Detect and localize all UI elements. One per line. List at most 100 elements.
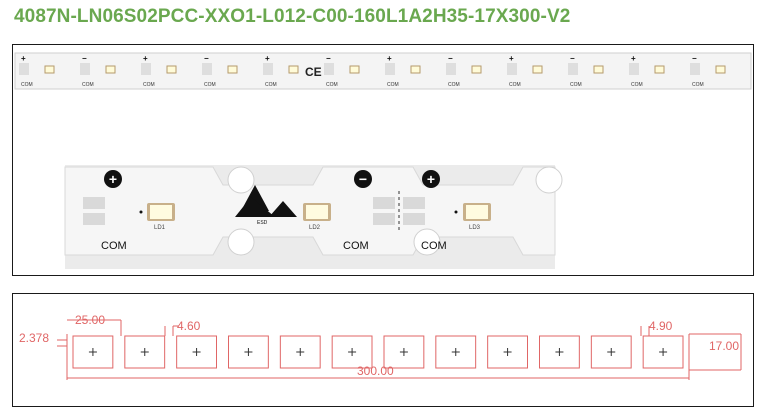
plus-sign: + (109, 171, 117, 187)
led-chip (147, 203, 175, 221)
esd-warning-icon: ESD (235, 185, 297, 226)
overview-com-label: COM (82, 82, 94, 88)
dim-segment (72, 335, 114, 369)
overview-led (654, 65, 665, 74)
minus-sign: − (359, 171, 367, 187)
dim-segment (383, 335, 425, 369)
plus-circle-icon (422, 170, 440, 188)
minus-circle-icon: − (448, 54, 453, 63)
solder-pad (83, 197, 105, 209)
strip-photo-svg: + COM − COM + COM − COM + COM − COM + COM − COM + COM − COM… (14, 52, 752, 269)
dim-segment (228, 335, 269, 369)
overview-pad (507, 63, 517, 75)
overview-segment: + COM (19, 54, 55, 88)
dim-segment (487, 335, 528, 369)
overview-segment: + COM (263, 54, 299, 88)
overview-led (715, 65, 726, 74)
overview-pad (141, 63, 151, 75)
dimension-svg: 25.00 2.378 4.60 4.90 17.00 300.00 (19, 313, 742, 380)
overview-pad (629, 63, 639, 75)
overview-segment: +COM (507, 54, 543, 88)
solder-pad (403, 197, 425, 209)
dim-segment-outline (176, 335, 218, 369)
overview-led (593, 65, 604, 74)
overview-pad (385, 63, 395, 75)
led-chip (303, 203, 331, 221)
dim-gap-right: 4.90 (649, 319, 673, 333)
overview-led (44, 65, 55, 74)
dim-segment-length: 25.00 (75, 313, 105, 327)
overview-pad (80, 63, 90, 75)
overview-segment: − COM (446, 54, 482, 88)
strip-zoom-detail: + − + ESD (64, 165, 563, 269)
dim-segment-outline (487, 335, 528, 369)
com-label-2: COM (343, 240, 369, 252)
overview-segment: + COM (141, 54, 177, 88)
dim-segment (331, 335, 373, 369)
dim-gap-left: 4.60 (177, 319, 201, 333)
led-chip (463, 203, 491, 221)
minus-circle-icon (354, 170, 372, 188)
plus-circle-icon: + (509, 54, 514, 63)
overview-pad (568, 63, 578, 75)
dim-segment (279, 335, 321, 369)
minus-circle-icon: − (82, 54, 87, 63)
overview-pad (690, 63, 700, 75)
overview-pad (202, 63, 212, 75)
solder-pad (83, 213, 105, 225)
led-label-2: LD2 (309, 225, 321, 231)
overview-segment: − COM (80, 54, 116, 88)
mount-hole (227, 166, 255, 194)
solder-pad (373, 213, 395, 225)
overview-segment: −COM (568, 54, 604, 88)
solder-pad (373, 197, 395, 209)
dim-total-length: 300.00 (357, 364, 394, 378)
mount-hole (227, 228, 255, 256)
overview-com-label: COM (448, 82, 460, 88)
strip-overview: +COM−COM+COM−COM+COM−COM+COM−COM+COM−COM… (14, 52, 752, 90)
dim-segment (124, 335, 166, 369)
overview-segment: −COM (690, 54, 726, 88)
overview-led (105, 65, 116, 74)
overview-com-label: COM (143, 82, 155, 88)
dim-segment-outline (383, 335, 425, 369)
led-label-3: LD3 (469, 225, 481, 231)
overview-led (532, 65, 543, 74)
overview-pad (19, 63, 29, 75)
com-label-1: COM (101, 240, 127, 252)
dim-segment-outline (590, 335, 632, 369)
esd-label: ESD (257, 220, 268, 226)
dim-segment-outline (228, 335, 269, 369)
dim-segment-outline (124, 335, 166, 369)
strip-pcb (14, 52, 752, 90)
plus-circle-icon: + (143, 54, 148, 63)
overview-com-label: COM (326, 82, 338, 88)
dim-segment (590, 335, 632, 369)
led-label-1: LD1 (154, 225, 166, 231)
dim-segment-outline (435, 335, 477, 369)
dim-strip-width: 17.00 (709, 339, 739, 353)
overview-segment: +COM (629, 54, 665, 88)
dim-segment (539, 335, 580, 369)
overview-led (471, 65, 482, 74)
overview-com-label: COM (21, 82, 33, 88)
minus-circle-icon: − (570, 54, 575, 63)
com-label-3: COM (421, 240, 447, 252)
plus-circle-icon: + (265, 54, 270, 63)
dim-segment-outline (331, 335, 373, 369)
overview-pad (446, 63, 456, 75)
dim-segment-outline (642, 335, 684, 369)
overview-segment: −COM (324, 54, 360, 88)
plus-circle-icon: + (21, 54, 26, 63)
dim-segment-outline (279, 335, 321, 369)
overview-pad (263, 63, 273, 75)
plus-circle-icon: + (387, 54, 392, 63)
plus-sign: + (427, 171, 435, 187)
strip-photo-panel: + COM − COM + COM − COM + COM − COM + COM − COM + COM − COM… (12, 44, 754, 276)
polarity-dot (139, 210, 143, 214)
minus-circle-icon: − (204, 54, 209, 63)
polarity-dot (454, 210, 458, 214)
overview-com-label: COM (387, 82, 399, 88)
overview-com-label: COM (265, 82, 277, 88)
plus-circle-icon: + (631, 54, 636, 63)
